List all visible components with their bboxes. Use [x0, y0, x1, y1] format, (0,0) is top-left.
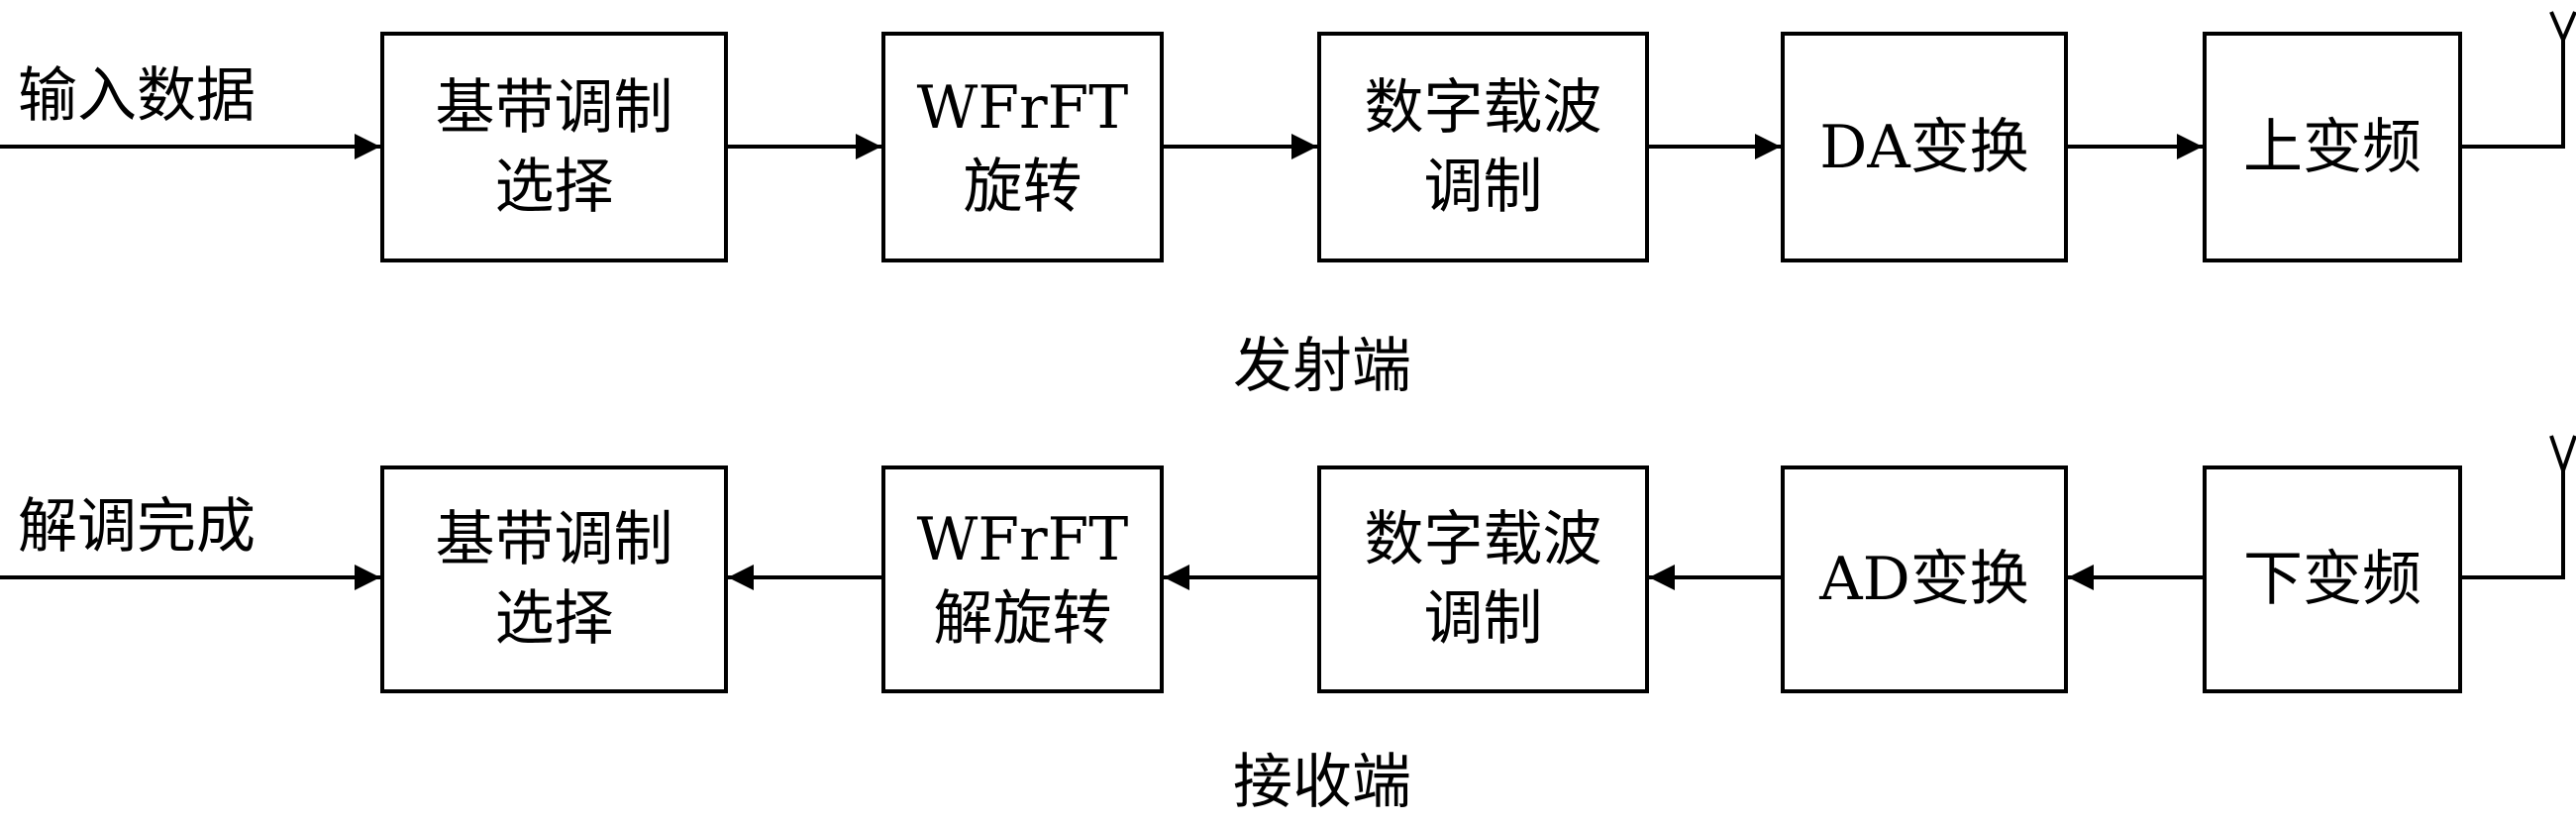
tx-antenna-feed: [2462, 40, 2565, 149]
antenna-icon: [2549, 435, 2576, 477]
block-line: 调制: [1423, 152, 1543, 222]
rx-ad-conversion-block: AD变换: [1781, 465, 2068, 693]
block-line: 基带调制: [435, 505, 673, 574]
rx-wfrft-derotation-block: WFrFT 解旋转: [881, 465, 1164, 693]
rx-antenna-feed: [2462, 470, 2565, 579]
tx-da-conversion-block: DA变换: [1781, 32, 2068, 262]
block-line: 选择: [494, 152, 614, 222]
block-line: 下变频: [2243, 545, 2421, 614]
tx-baseband-modulation-select-block: 基带调制 选择: [380, 32, 728, 262]
block-line: DA变换: [1819, 112, 2029, 182]
receiver-caption: 接收端: [1233, 748, 1411, 817]
block-line: 解旋转: [933, 584, 1112, 654]
tx-input-label: 输入数据: [18, 61, 256, 131]
block-line: WFrFT: [916, 72, 1129, 143]
rx-output-label: 解调完成: [18, 492, 256, 562]
block-line: AD变换: [1819, 545, 2029, 614]
block-line: 基带调制: [435, 72, 673, 143]
block-line: WFrFT: [916, 505, 1129, 574]
block-line: 数字载波: [1364, 72, 1602, 143]
rx-digital-carrier-modulation-block: 数字载波 调制: [1317, 465, 1649, 693]
rx-downconversion-block: 下变频: [2203, 465, 2462, 693]
rx-baseband-modulation-select-block: 基带调制 选择: [380, 465, 728, 693]
tx-wfrft-rotation-block: WFrFT 旋转: [881, 32, 1164, 262]
block-line: 调制: [1423, 584, 1543, 654]
antenna-icon: [2549, 11, 2576, 46]
tx-digital-carrier-modulation-block: 数字载波 调制: [1317, 32, 1649, 262]
transmitter-caption: 发射端: [1233, 332, 1411, 401]
block-line: 数字载波: [1364, 505, 1602, 574]
block-line: 上变频: [2243, 112, 2421, 182]
block-line: 旋转: [963, 152, 1082, 222]
block-line: 选择: [494, 584, 614, 654]
tx-upconversion-block: 上变频: [2203, 32, 2462, 262]
